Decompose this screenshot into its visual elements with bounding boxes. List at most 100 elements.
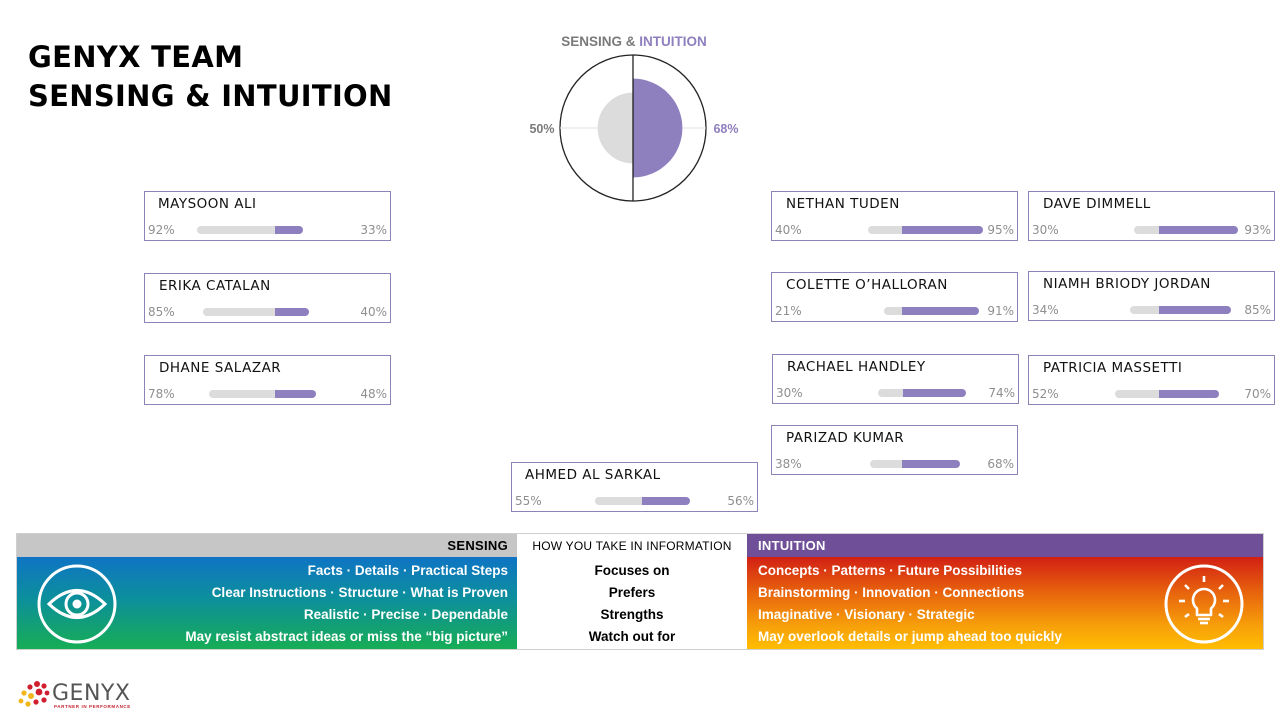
member-sensing-bar <box>202 308 275 316</box>
member-intuition-pct: 93% <box>1244 223 1271 237</box>
member-intuition-bar <box>902 307 980 315</box>
legend-sensing-strengths: Realistic · Precise · Dependable <box>303 607 508 622</box>
page-title-line-2: SENSING & INTUITION <box>28 79 393 113</box>
member-card: AHMED AL SARKAL 55% 56% <box>511 462 758 512</box>
gauge-intuition-half <box>633 78 683 178</box>
team-gauge: SENSING & INTUITION 50% 68% <box>529 34 739 202</box>
information-legend: SENSING HOW YOU TAKE IN INFORMATION INTU… <box>16 533 1264 650</box>
page-title-line-1: GENYX TEAM <box>28 40 244 74</box>
legend-intuition-watch: May overlook details or jump ahead too q… <box>758 629 1062 644</box>
member-sensing-pct: 38% <box>775 457 802 471</box>
gauge-title-amp: & <box>622 34 639 49</box>
member-sensing-pct: 34% <box>1032 303 1059 317</box>
eye-icon <box>37 564 117 644</box>
member-name: DHANE SALAZAR <box>159 360 282 376</box>
member-sensing-pct: 92% <box>148 223 175 237</box>
member-card: DHANE SALAZAR 78% 48% <box>144 355 391 405</box>
member-sensing-pct: 55% <box>515 494 542 508</box>
legend-intuition-panel: Concepts · Patterns · Future Possibiliti… <box>747 557 1263 649</box>
member-intuition-bar <box>275 308 309 316</box>
member-sensing-pct: 85% <box>148 305 175 319</box>
member-intuition-pct: 91% <box>987 304 1014 318</box>
member-name: NETHAN TUDEN <box>786 196 900 212</box>
legend-label-strengths: Strengths <box>600 607 664 622</box>
legend-sensing-focus: Facts · Details · Practical Steps <box>307 563 508 578</box>
member-intuition-bar <box>1159 306 1232 314</box>
member-card: NETHAN TUDEN 40% 95% <box>771 191 1018 241</box>
legend-intuition-focus: Concepts · Patterns · Future Possibiliti… <box>758 563 1023 578</box>
member-sensing-bar <box>1114 390 1159 398</box>
legend-label-focus: Focuses on <box>594 563 670 578</box>
member-sensing-pct: 30% <box>776 386 803 400</box>
legend-label-prefers: Prefers <box>608 585 656 600</box>
member-name: DAVE DIMMELL <box>1043 196 1151 212</box>
legend-label-watch: Watch out for <box>588 629 676 644</box>
member-sensing-bar <box>877 389 903 397</box>
member-sensing-bar <box>869 460 902 468</box>
member-card: RACHAEL HANDLEY 30% 74% <box>772 354 1019 404</box>
member-intuition-bar <box>1159 226 1239 234</box>
member-name: RACHAEL HANDLEY <box>787 359 926 375</box>
member-intuition-pct: 48% <box>360 387 387 401</box>
member-intuition-bar <box>903 389 966 397</box>
member-intuition-pct: 70% <box>1244 387 1271 401</box>
member-card: PARIZAD KUMAR 38% 68% <box>771 425 1018 475</box>
member-card: ERIKA CATALAN 85% 40% <box>144 273 391 323</box>
member-intuition-bar <box>275 226 304 234</box>
gauge-intuition-value: 68% <box>713 122 738 136</box>
member-sensing-bar <box>208 390 275 398</box>
gauge-title-sensing: SENSING <box>561 34 622 49</box>
gauge-sensing-half <box>597 92 633 164</box>
member-sensing-bar <box>595 497 642 505</box>
legend-sensing-prefers: Clear Instructions · Structure · What is… <box>211 585 508 600</box>
member-sensing-bar <box>884 307 902 315</box>
member-sensing-pct: 78% <box>148 387 175 401</box>
legend-middle-panel: Focuses on Prefers Strengths Watch out f… <box>517 557 747 649</box>
page-title: GENYX TEAM SENSING & INTUITION <box>28 38 393 116</box>
lightbulb-icon <box>1164 564 1244 644</box>
legend-sensing-header: SENSING <box>17 534 517 557</box>
member-intuition-pct: 74% <box>988 386 1015 400</box>
legend-sensing-panel: Facts · Details · Practical Steps Clear … <box>17 557 517 649</box>
member-sensing-bar <box>196 226 275 234</box>
member-name: COLETTE O’HALLORAN <box>786 277 948 293</box>
member-name: PARIZAD KUMAR <box>786 430 905 446</box>
member-sensing-pct: 40% <box>775 223 802 237</box>
member-intuition-pct: 95% <box>987 223 1014 237</box>
member-sensing-bar <box>1130 306 1159 314</box>
member-name: NIAMH BRIODY JORDAN <box>1043 276 1211 292</box>
member-name: ERIKA CATALAN <box>159 278 271 294</box>
genyx-logo-tagline: PARTNER IN PERFORMANCE <box>54 704 131 709</box>
legend-middle-header: HOW YOU TAKE IN INFORMATION <box>517 534 747 557</box>
member-card: COLETTE O’HALLORAN 21% 91% <box>771 272 1018 322</box>
member-intuition-pct: 56% <box>727 494 754 508</box>
member-intuition-pct: 85% <box>1244 303 1271 317</box>
gauge-title: SENSING & INTUITION <box>561 34 707 49</box>
legend-intuition-header: INTUITION <box>747 534 1263 557</box>
member-intuition-pct: 33% <box>360 223 387 237</box>
member-name: PATRICIA MASSETTI <box>1043 360 1183 376</box>
member-sensing-pct: 21% <box>775 304 802 318</box>
member-intuition-bar <box>275 390 316 398</box>
member-intuition-pct: 68% <box>987 457 1014 471</box>
member-intuition-bar <box>902 460 960 468</box>
genyx-logo-text: GENYX <box>52 681 131 706</box>
member-name: AHMED AL SARKAL <box>525 467 661 483</box>
member-card: NIAMH BRIODY JORDAN 34% 85% <box>1028 271 1275 321</box>
legend-intuition-strengths: Imaginative · Visionary · Strategic <box>758 607 975 622</box>
genyx-dots-logo <box>18 681 50 707</box>
legend-intuition-prefers: Brainstorming · Innovation · Connections <box>758 585 1025 600</box>
member-name: MAYSOON ALI <box>158 196 257 212</box>
member-intuition-bar <box>902 226 983 234</box>
member-sensing-pct: 52% <box>1032 387 1059 401</box>
member-sensing-pct: 30% <box>1032 223 1059 237</box>
member-sensing-bar <box>1133 226 1159 234</box>
gauge-title-intuition: INTUITION <box>639 34 707 49</box>
member-intuition-bar <box>642 497 690 505</box>
member-sensing-bar <box>868 226 902 234</box>
member-card: DAVE DIMMELL 30% 93% <box>1028 191 1275 241</box>
member-card: MAYSOON ALI 92% 33% <box>144 191 391 241</box>
legend-sensing-watch: May resist abstract ideas or miss the “b… <box>185 629 508 644</box>
member-intuition-pct: 40% <box>360 305 387 319</box>
member-intuition-bar <box>1159 390 1219 398</box>
